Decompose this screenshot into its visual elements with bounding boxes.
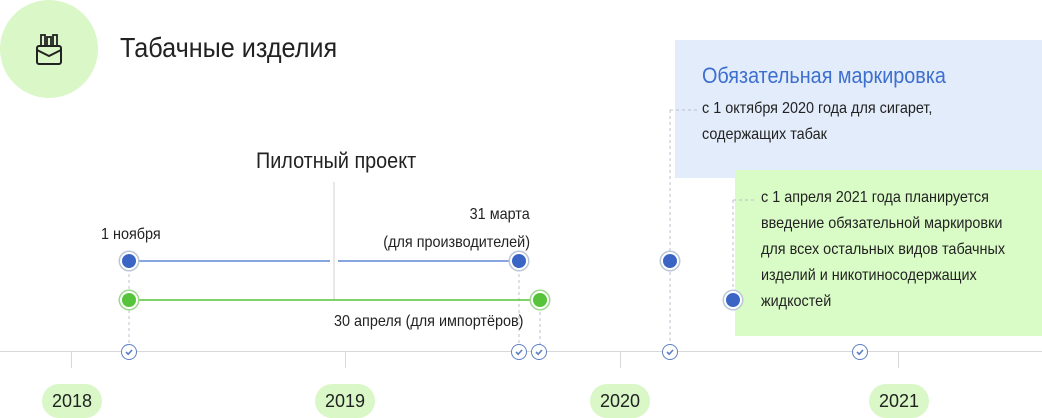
others-marking-dot bbox=[724, 291, 742, 309]
tick-2020 bbox=[620, 352, 621, 368]
others-line-5: жидкостей bbox=[761, 293, 832, 310]
check-icon bbox=[531, 344, 547, 360]
cigarette-pack-icon bbox=[0, 0, 98, 98]
cigarettes-marking-dot bbox=[661, 252, 679, 270]
others-line-2: введение обязательной маркировки bbox=[761, 215, 1003, 232]
importers-end-label: 30 апреля (для импортёров) bbox=[334, 313, 524, 330]
mandatory-marking-title: Обязательная маркировка bbox=[702, 63, 946, 88]
year-badge-2020: 2020 bbox=[590, 384, 650, 418]
pilot-start-importers-dot bbox=[120, 291, 138, 309]
pilot-end-importers-dot bbox=[531, 291, 549, 309]
year-badge-2019: 2019 bbox=[315, 384, 375, 418]
tick-2021 bbox=[898, 352, 899, 368]
producers-end-label-1: 31 марта bbox=[469, 206, 530, 223]
pilot-start-producers-dot bbox=[120, 252, 138, 270]
year-badge-2018: 2018 bbox=[42, 384, 102, 418]
cigarettes-line-2: содержащих табак bbox=[702, 126, 827, 143]
pilot-end-producers-dot bbox=[510, 252, 528, 270]
cigarettes-date-text: с 1 октября 2020 года для сигарет, содер… bbox=[702, 96, 932, 148]
others-line-1: с 1 апреля 2021 года планируется bbox=[761, 189, 989, 206]
cigarettes-line-1: с 1 октября 2020 года для сигарет, bbox=[702, 100, 933, 117]
pilot-title: Пилотный проект bbox=[256, 148, 417, 173]
others-line-4: изделий и никотиносодержащих bbox=[761, 267, 977, 284]
check-icon bbox=[662, 344, 678, 360]
mandatory-marking-box bbox=[675, 40, 1042, 178]
producers-end-label-2: (для производителей) bbox=[383, 234, 530, 251]
year-badge-2021: 2021 bbox=[869, 384, 929, 418]
tick-2018 bbox=[71, 352, 72, 368]
check-icon bbox=[511, 344, 527, 360]
other-products-text: с 1 апреля 2021 года планируется введени… bbox=[761, 185, 1005, 315]
check-icon bbox=[852, 344, 868, 360]
start-date-label: 1 ноября bbox=[101, 226, 161, 243]
check-icon bbox=[121, 344, 137, 360]
page-title: Табачные изделия bbox=[120, 32, 338, 63]
others-line-3: для всех остальных видов табачных bbox=[761, 241, 1006, 258]
tick-2019 bbox=[345, 352, 346, 368]
other-products-box bbox=[735, 170, 1042, 336]
